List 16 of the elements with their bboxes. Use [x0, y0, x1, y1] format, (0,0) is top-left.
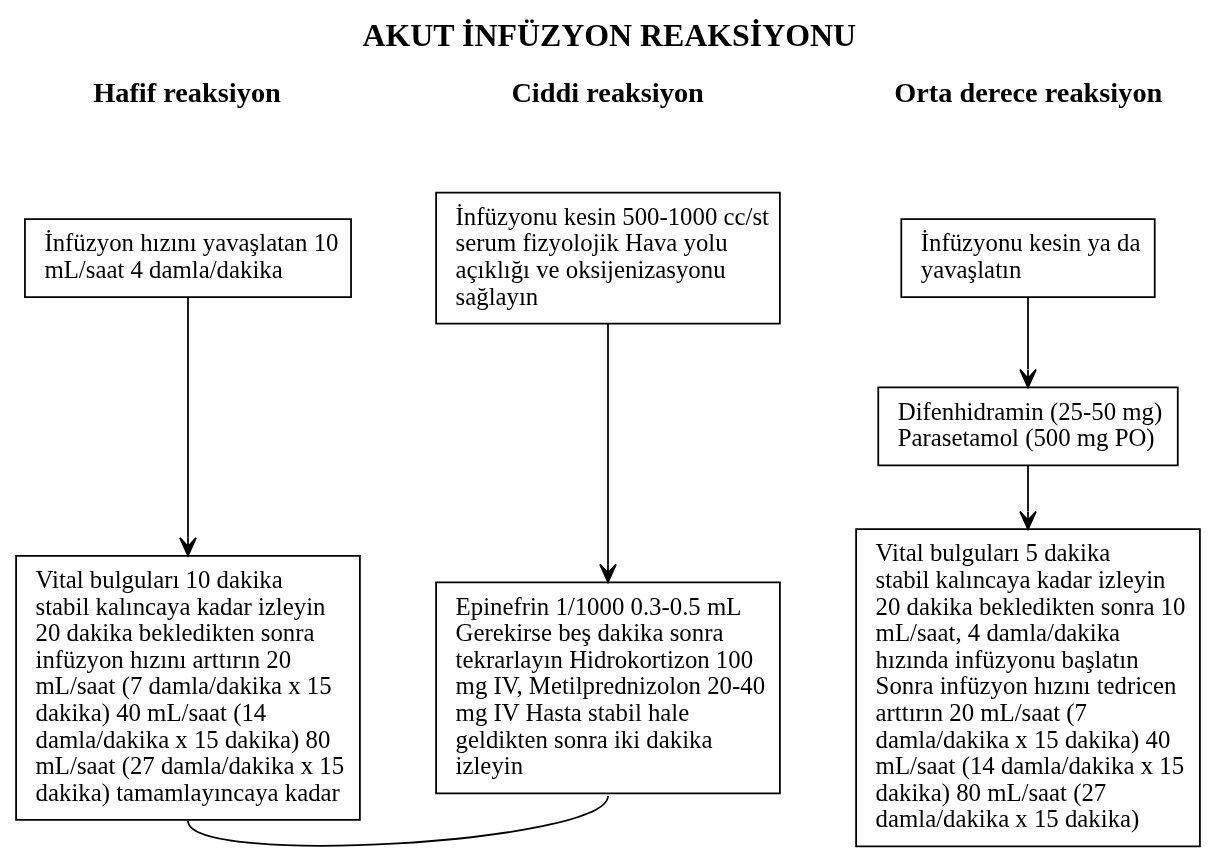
arrow: [1019, 464, 1037, 531]
node-box: Epinefrin 1/1000 0.3-0.5 mL Gerekirse beş dakika sonra tekrarlayın Hidrokortizon 100 mg IV, Metilprednizolon 20-40 mg IV Hasta stabil hale geldikten sonra iki dakika izleyin: [435, 581, 781, 795]
label: Ciddi reaksiyon: [511, 76, 704, 108]
node-box: İnfüzyon hızını yavaşlatan 10 mL/saat 4 damla/dakika: [24, 218, 352, 298]
node-box: Vital bulguları 5 dakika stabil kalıncaya kadar izleyin 20 dakika bekledikten sonra 10 mL/saat, 4 damla/dakika hızında infüzyonu başlatın Sonra infüzyon hızını tedricen arttırın 20 mL/saat (7 damla/dakika x 15 dakika) 40 mL/saat (14 damla/dakika x 15 dakika) 80 mL/saat (27 damla/dakika x 15 dakika): [855, 528, 1201, 848]
node-box: İnfüzyonu kesin 500-1000 cc/st serum fizyolojik Hava yolu açıklığı ve oksijenizasyonu sağlayın: [435, 191, 781, 325]
connector: [187, 795, 609, 847]
arrow: [599, 322, 617, 583]
node-box: Vital bulguları 10 dakika stabil kalıncaya kadar izleyin 20 dakika bekledikten sonra infüzyon hızını arttırın 20 mL/saat (7 damla/dakika x 15 dakika) 40 mL/saat (14 damla/dakika x 15 dakika) 80 mL/saat (27 damla/dakika x 15 dakika) tamamlayıncaya kadar: [15, 554, 361, 821]
label: Hafif reaksiyon: [93, 76, 281, 108]
label: Orta derece reaksiyon: [894, 76, 1163, 108]
diagram-title: AKUT İNFÜZYON REAKSİYONU: [362, 18, 857, 54]
node-box: Difenhidramin (25-50 mg) Parasetamol (500 mg PO): [877, 386, 1179, 467]
arrow: [179, 296, 197, 557]
arrow: [1019, 296, 1037, 389]
node-box: İnfüzyonu kesin ya da yavaşlatın: [900, 218, 1156, 298]
